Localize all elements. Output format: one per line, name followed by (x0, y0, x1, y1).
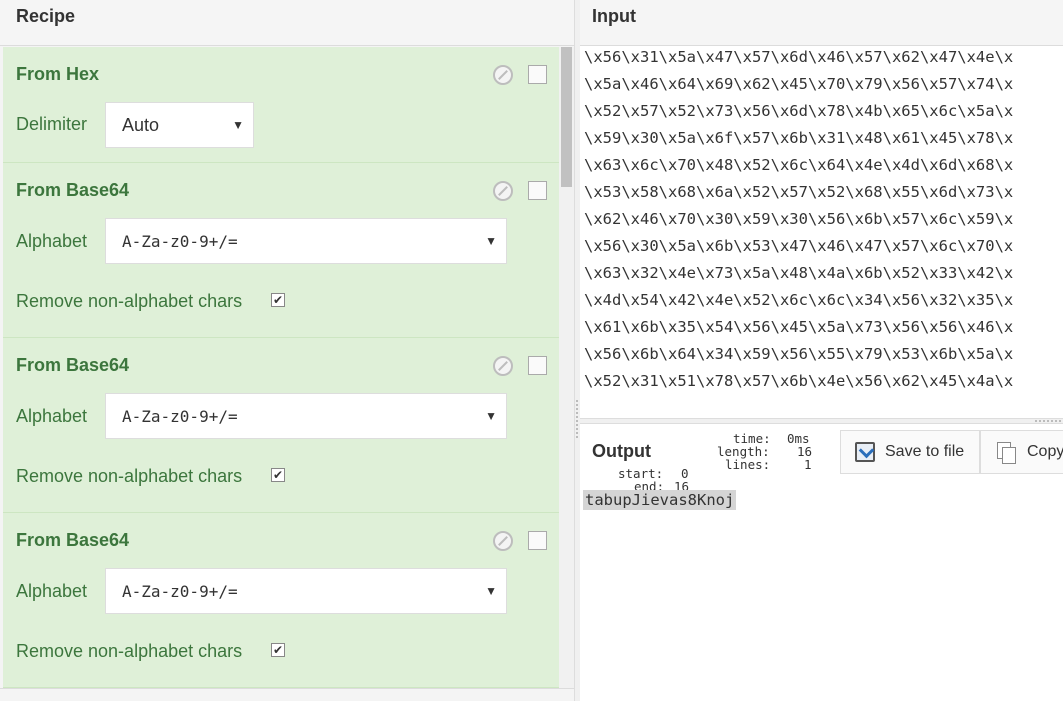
input-line: \x63\x32\x4e\x73\x5a\x48\x4a\x6b\x52\x33… (584, 264, 1014, 282)
remove-non-alphabet-label: Remove non-alphabet chars (16, 466, 243, 486)
input-line: \x59\x30\x5a\x6f\x57\x6b\x31\x48\x61\x45… (584, 129, 1014, 147)
input-line: \x52\x57\x52\x73\x56\x6d\x78\x4b\x65\x6c… (584, 102, 1014, 120)
alphabet-value: A-Za-z0-9+/= (122, 232, 238, 251)
operation-from-base64[interactable]: From Base64 Alphabet A-Za-z0-9+/= ▼ Remo… (3, 163, 559, 338)
save-to-file-label: Save to file (885, 443, 965, 460)
input-line: \x52\x31\x51\x78\x57\x6b\x4e\x56\x62\x45… (584, 372, 1014, 390)
stat-time-label: time: (733, 431, 771, 446)
output-title: Output (592, 441, 651, 461)
recipe-scrollbar[interactable] (559, 47, 574, 688)
alphabet-label: Alphabet (16, 406, 88, 426)
recipe-footer (0, 688, 574, 701)
output-panel: Output time: 0ms length: 16 lines: 1 sta… (580, 424, 1063, 701)
copy-icon (997, 442, 1016, 464)
operation-from-hex[interactable]: From Hex Delimiter Auto ▼ (3, 47, 559, 163)
stat-start-value: 0 (681, 466, 689, 481)
recipe-scrollbar-thumb[interactable] (561, 47, 572, 187)
disable-icon[interactable] (493, 356, 513, 376)
stat-length-value: 16 (797, 444, 813, 459)
stat-start-label: start: (618, 466, 664, 481)
alphabet-label: Alphabet (16, 231, 88, 251)
disable-icon[interactable] (493, 181, 513, 201)
breakpoint-checkbox[interactable] (528, 531, 547, 550)
recipe-list: From Hex Delimiter Auto ▼ From Base64 Al… (3, 47, 559, 688)
stat-lines-value: 1 (804, 457, 812, 472)
operation-title: From Base64 (16, 180, 130, 200)
breakpoint-checkbox[interactable] (528, 65, 547, 84)
resize-grip-icon[interactable] (1035, 420, 1063, 422)
breakpoint-checkbox[interactable] (528, 356, 547, 375)
operation-title: From Hex (16, 64, 100, 84)
delimiter-label: Delimiter (16, 114, 88, 134)
save-to-file-button[interactable]: Save to file (840, 430, 980, 474)
alphabet-select[interactable]: A-Za-z0-9+/= ▼ (105, 393, 507, 439)
stat-lines-label: lines: (725, 457, 771, 472)
disable-icon[interactable] (493, 65, 513, 85)
input-line: \x62\x46\x70\x30\x59\x30\x56\x6b\x57\x6c… (584, 210, 1014, 228)
chevron-down-icon: ▼ (485, 409, 497, 423)
vertical-divider[interactable] (574, 0, 580, 701)
disable-icon[interactable] (493, 531, 513, 551)
recipe-title: Recipe (16, 6, 76, 26)
remove-non-alphabet-checkbox[interactable]: ✔ (271, 468, 285, 482)
alphabet-label: Alphabet (16, 581, 88, 601)
stat-time-value: 0ms (787, 431, 810, 446)
input-line: \x61\x6b\x35\x54\x56\x45\x5a\x73\x56\x56… (584, 318, 1014, 336)
alphabet-select[interactable]: A-Za-z0-9+/= ▼ (105, 568, 507, 614)
input-line: \x5a\x46\x64\x69\x62\x45\x70\x79\x56\x57… (584, 75, 1014, 93)
horizontal-divider[interactable] (580, 418, 1063, 424)
input-line: \x56\x30\x5a\x6b\x53\x47\x46\x47\x57\x6c… (584, 237, 1014, 255)
input-line: \x63\x6c\x70\x48\x52\x6c\x64\x4e\x4d\x6d… (584, 156, 1014, 174)
input-line: \x53\x58\x68\x6a\x52\x57\x52\x68\x55\x6d… (584, 183, 1014, 201)
input-textarea[interactable]: \x56\x31\x5a\x47\x57\x6d\x46\x57\x62\x47… (584, 44, 1063, 414)
copy-button[interactable]: Copy (980, 430, 1063, 474)
save-icon (855, 442, 875, 462)
resize-grip-icon[interactable] (576, 400, 578, 440)
delimiter-select[interactable]: Auto ▼ (105, 102, 254, 148)
operation-from-base64[interactable]: From Base64 Alphabet A-Za-z0-9+/= ▼ Remo… (3, 338, 559, 513)
input-line: \x56\x31\x5a\x47\x57\x6d\x46\x57\x62\x47… (584, 48, 1014, 66)
copy-label: Copy (1027, 443, 1063, 460)
input-title: Input (592, 6, 636, 26)
operation-title: From Base64 (16, 530, 130, 550)
output-text[interactable]: tabupJievas8Knoj (583, 490, 737, 510)
alphabet-value: A-Za-z0-9+/= (122, 407, 238, 426)
remove-non-alphabet-label: Remove non-alphabet chars (16, 291, 243, 311)
delimiter-value: Auto (122, 115, 160, 135)
operation-from-base64[interactable]: From Base64 Alphabet A-Za-z0-9+/= ▼ Remo… (3, 513, 559, 688)
remove-non-alphabet-checkbox[interactable]: ✔ (271, 293, 285, 307)
chevron-down-icon: ▼ (232, 118, 244, 132)
input-line: \x56\x6b\x64\x34\x59\x56\x55\x79\x53\x6b… (584, 345, 1014, 363)
recipe-panel: Recipe From Hex Delimiter Auto ▼ From Ba… (0, 0, 574, 701)
alphabet-value: A-Za-z0-9+/= (122, 582, 238, 601)
recipe-header: Recipe (0, 0, 574, 46)
remove-non-alphabet-label: Remove non-alphabet chars (16, 641, 243, 661)
input-header: Input (580, 0, 1063, 46)
remove-non-alphabet-checkbox[interactable]: ✔ (271, 643, 285, 657)
operation-title: From Base64 (16, 355, 130, 375)
input-panel: Input \x56\x31\x5a\x47\x57\x6d\x46\x57\x… (580, 0, 1063, 420)
breakpoint-checkbox[interactable] (528, 181, 547, 200)
input-line: \x4d\x54\x42\x4e\x52\x6c\x6c\x34\x56\x32… (584, 291, 1014, 309)
chevron-down-icon: ▼ (485, 234, 497, 248)
output-header: Output time: 0ms length: 16 lines: 1 sta… (580, 424, 1063, 494)
alphabet-select[interactable]: A-Za-z0-9+/= ▼ (105, 218, 507, 264)
stat-length-label: length: (717, 444, 770, 459)
chevron-down-icon: ▼ (485, 584, 497, 598)
